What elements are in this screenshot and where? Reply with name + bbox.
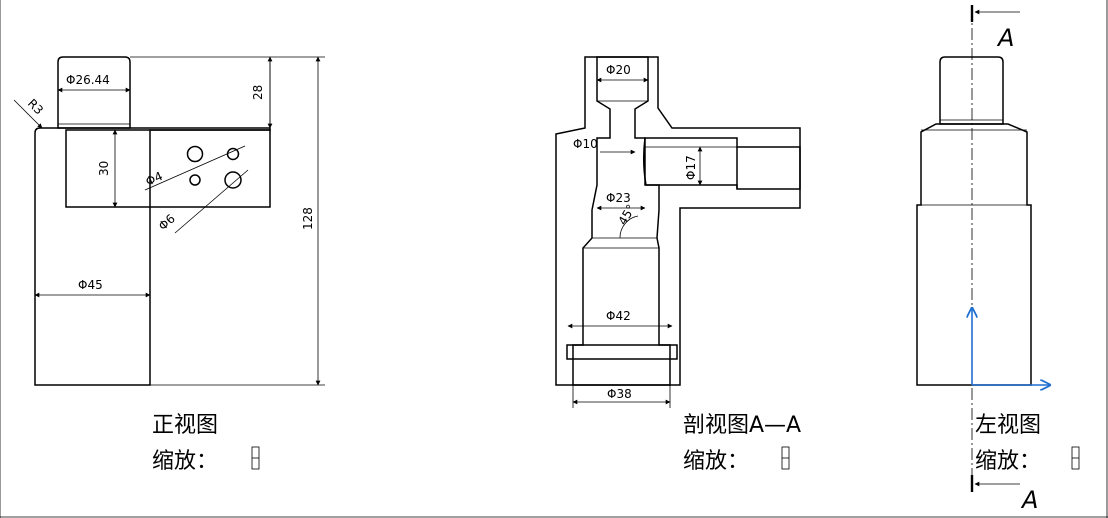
dim-plate-height: 30 <box>97 161 111 176</box>
section-view-title: 剖视图A—A <box>683 413 801 438</box>
front-scale-value-icon <box>251 446 260 470</box>
dim-mid-diameter: Φ23 <box>606 191 631 205</box>
hole-small-bottom <box>189 174 201 186</box>
left-scale-value-icon <box>1071 446 1080 470</box>
dim-total-height: 128 <box>301 207 315 230</box>
section-scale-value-icon <box>781 446 790 470</box>
dim-bottom-diameter: Φ38 <box>607 387 632 401</box>
left-view[interactable]: A A 左视图 缩放： <box>916 5 1080 514</box>
section-view[interactable]: Φ20 Φ10 Φ17 Φ23 45° Φ42 Φ38 剖视图A—A 缩放： <box>555 56 801 474</box>
dim-body-diameter: Φ45 <box>78 278 103 292</box>
left-view-title: 左视图 <box>975 413 1041 438</box>
section-outline <box>555 56 801 386</box>
dim-angle: 45° <box>615 202 638 227</box>
left-view-scale-label: 缩放： <box>975 449 1041 474</box>
dim-top-diameter: Φ20 <box>606 63 631 77</box>
section-view-scale-label: 缩放： <box>683 449 749 474</box>
section-marker-top: A <box>996 24 1014 52</box>
section-marker-bottom: A <box>1020 486 1038 514</box>
front-view-scale-label: 缩放： <box>152 449 218 474</box>
dim-small-diameter: Φ10 <box>573 137 598 151</box>
section-groove <box>566 344 678 360</box>
hole-large-bottom <box>224 171 242 189</box>
dim-neck-diameter: Φ26.44 <box>66 73 110 87</box>
section-side-bore <box>642 137 801 190</box>
dim-bore-diameter: Φ42 <box>606 309 631 323</box>
front-plate <box>65 129 271 208</box>
left-neck <box>939 56 1004 125</box>
front-neck <box>57 56 131 129</box>
dim-side-diameter: Φ17 <box>684 155 698 180</box>
dim-hole-small: Φ4 <box>144 169 165 189</box>
front-body <box>34 127 271 386</box>
front-view-title: 正视图 <box>152 413 218 438</box>
hole-small-top <box>226 147 240 161</box>
section-cavity <box>572 56 671 386</box>
dim-hole-large: Φ6 <box>156 211 178 233</box>
left-body <box>916 123 1032 386</box>
hole-large-top <box>186 145 204 163</box>
dim-neck-height: 28 <box>251 85 265 100</box>
front-view[interactable]: Φ26.44 28 30 128 R3 Φ4 Φ6 Φ45 正视图 缩放： <box>13 56 325 474</box>
